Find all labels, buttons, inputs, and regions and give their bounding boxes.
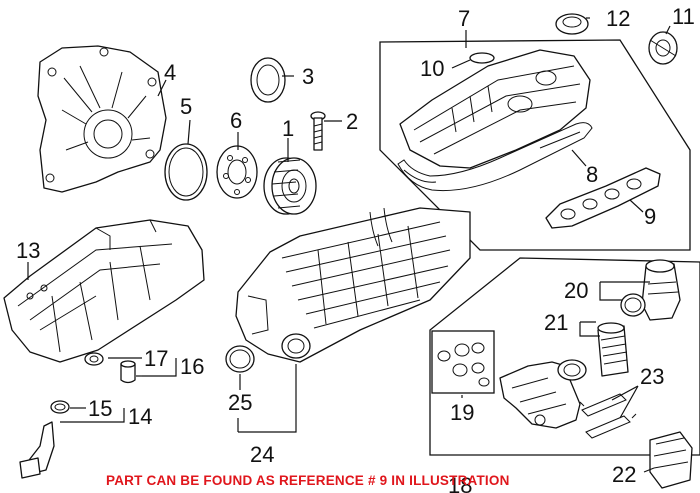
callout-22[interactable]: 22 [612,462,636,487]
callout-16[interactable]: 16 [180,354,204,379]
o-ring-5-part[interactable] [164,143,208,201]
callout-5[interactable]: 5 [180,94,192,119]
valve-cover-gasket-part[interactable] [397,122,593,192]
callout-12[interactable]: 12 [606,6,630,31]
sensor-o-ring-part[interactable] [50,400,70,414]
housing-gaskets-part[interactable] [579,393,637,439]
oil-filter-element-part[interactable] [597,322,629,377]
callout-6[interactable]: 6 [230,108,242,133]
crank-hub-part[interactable] [216,145,258,199]
callout-24[interactable]: 24 [250,442,274,467]
callout-20[interactable]: 20 [564,278,588,303]
callout-17[interactable]: 17 [144,346,168,371]
drain-plug-washer-part[interactable] [84,352,104,366]
callout-14[interactable]: 14 [128,404,152,429]
drain-plug-part[interactable] [120,360,136,384]
callout-10[interactable]: 10 [420,56,444,81]
oil-filter-group-frame [429,257,700,456]
leader-lines [27,17,671,473]
callout-7[interactable]: 7 [458,6,470,31]
gasket-kit-part[interactable] [431,330,495,394]
callout-25[interactable]: 25 [228,390,252,415]
callout-2[interactable]: 2 [346,109,358,134]
oil-filler-cap-part[interactable] [555,13,589,35]
oil-level-sensor-part[interactable] [19,421,55,479]
callout-13[interactable]: 13 [16,238,40,263]
throttle-gasket-part[interactable] [225,345,255,373]
balancer-pulley-part[interactable] [263,157,317,215]
crank-seal-part[interactable] [250,57,286,103]
valve-cover-part[interactable] [399,49,591,169]
heat-exchanger-cover-part[interactable] [649,431,693,489]
oil-filter-housing-part[interactable] [499,359,587,429]
oil-filter-cap-part[interactable] [641,259,681,321]
timing-cover-part[interactable] [37,45,167,193]
oil-cap-gasket-part[interactable] [469,52,495,64]
vent-valve-part[interactable] [648,31,678,65]
reference-notice: PART CAN BE FOUND AS REFERENCE # 9 IN IL… [106,473,510,488]
oil-filter-cap-o-ring-part[interactable] [620,293,646,317]
oil-pan-part[interactable] [3,219,205,363]
intake-manifold-part[interactable] [235,207,471,363]
callout-11[interactable]: 11 [672,4,695,29]
callout-15[interactable]: 15 [88,396,112,421]
callout-9[interactable]: 9 [644,204,656,229]
callout-3[interactable]: 3 [302,64,314,89]
callout-1[interactable]: 1 [282,116,294,141]
valve-cover-group-frame [379,39,691,251]
callout-8[interactable]: 8 [586,162,598,187]
callout-19[interactable]: 19 [450,400,474,425]
bolt-part[interactable] [310,111,326,151]
callout-21[interactable]: 21 [544,310,568,335]
spark-tube-gasket-part[interactable] [545,167,661,229]
callout-23[interactable]: 23 [640,364,664,389]
callout-18[interactable]: 18 [448,473,472,493]
callout-4[interactable]: 4 [164,60,176,85]
callout-numbers: 1 2 3 4 5 6 7 8 9 10 11 12 13 14 15 16 1… [16,4,695,493]
